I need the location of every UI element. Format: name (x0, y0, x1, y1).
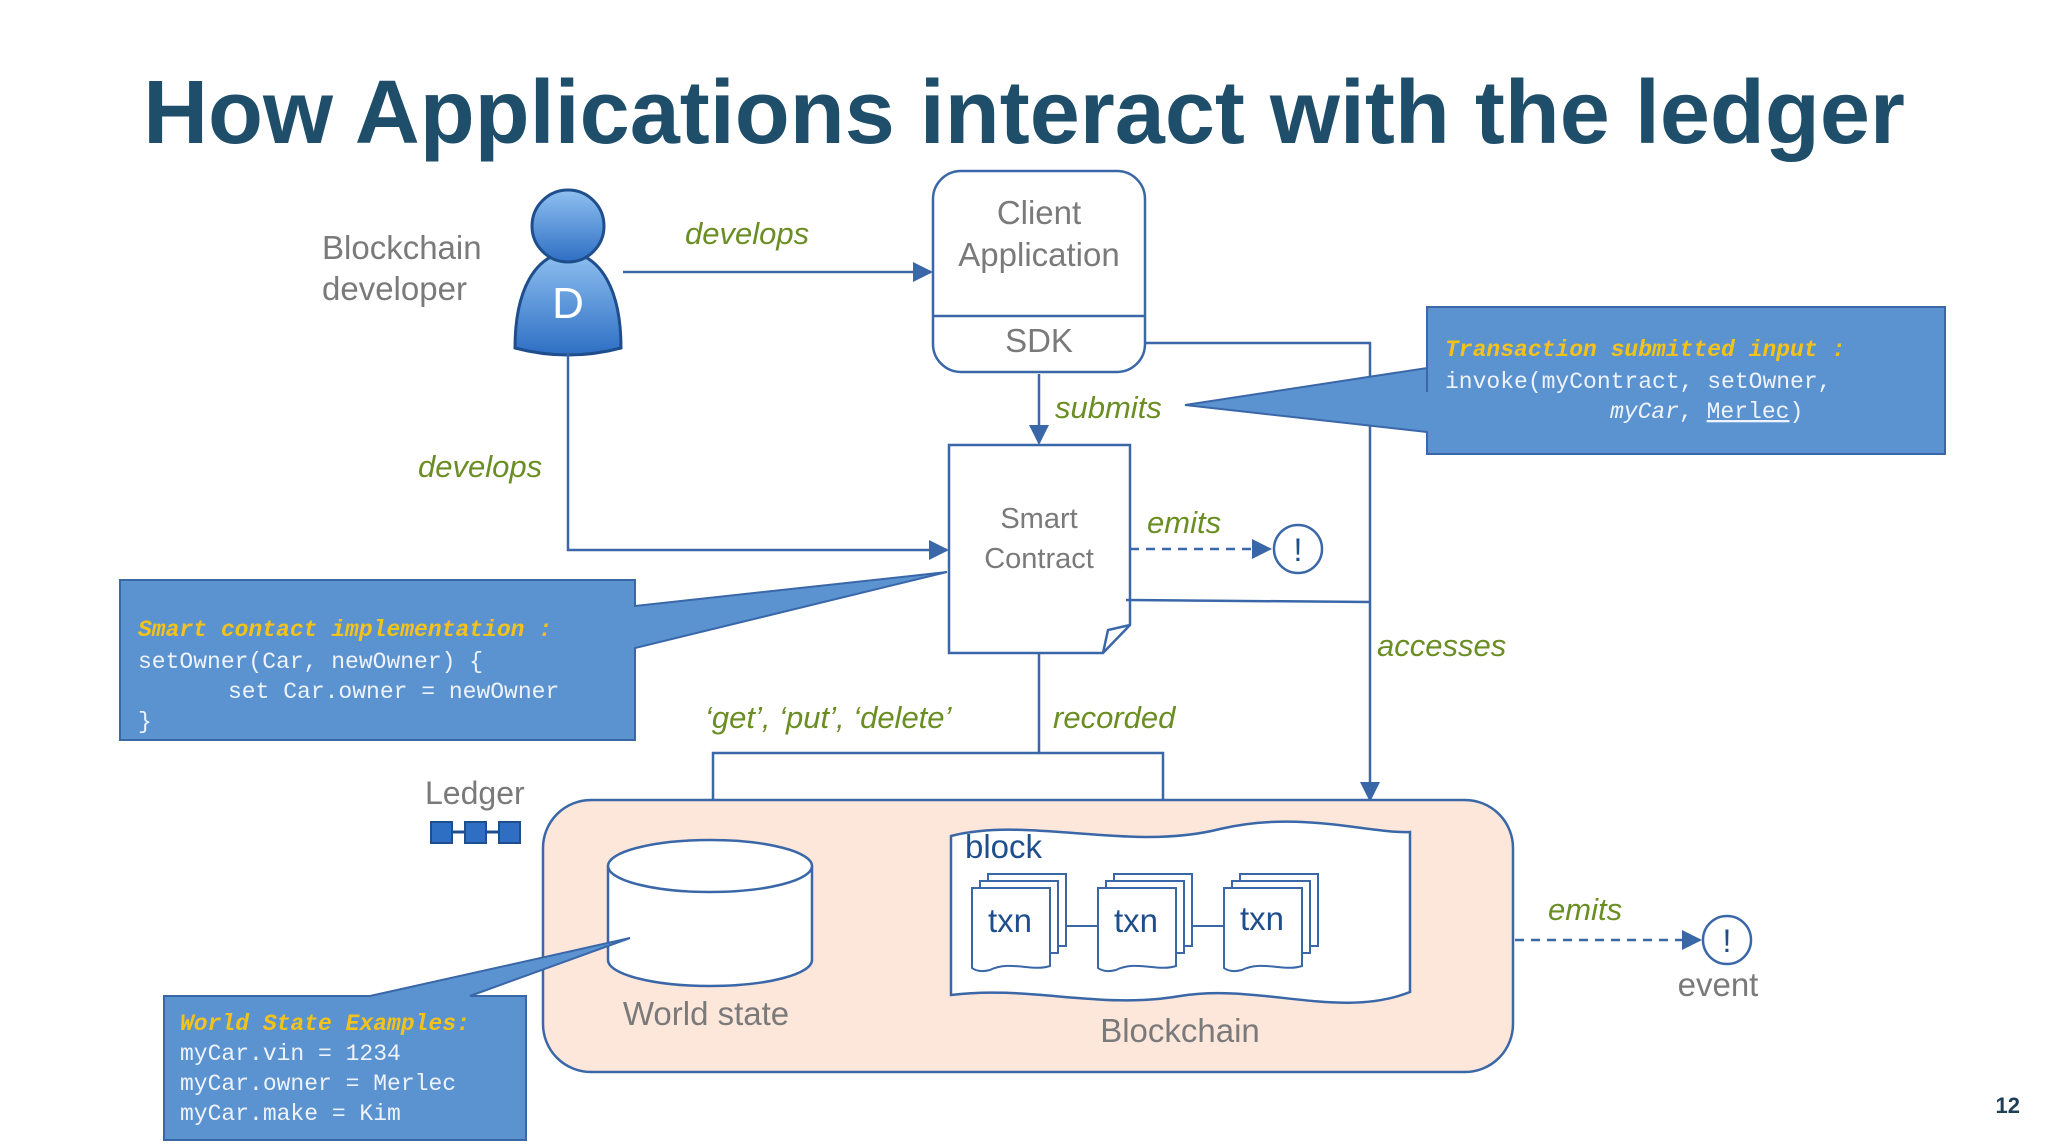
world-callout-head: World State Examples: (180, 1011, 470, 1037)
event-icon (1701, 914, 1753, 966)
contract-event-symbol: ! (1294, 532, 1303, 568)
smart-callout-line1: setOwner(Car, newOwner) { (138, 649, 483, 675)
transaction-arg-owner: Merlec (1707, 399, 1790, 425)
get-put-delete-label: ‘get’, ‘put’, ‘delete’ (705, 700, 953, 735)
page-title: How Applications interact with the ledge… (143, 63, 1905, 163)
developer-badge: D (552, 279, 584, 328)
world-callout-line2: myCar.owner = Merlec (180, 1071, 456, 1097)
client-application-box: Client Application SDK (931, 169, 1147, 374)
developer-label-line2: developer (322, 270, 467, 307)
smart-contract-doc: Smart Contract (947, 443, 1132, 655)
txn-stack-1 (971, 873, 1067, 973)
sdk-label: SDK (1005, 322, 1073, 359)
transaction-callout-head: Transaction submitted input : (1445, 337, 1845, 363)
world-state-callout: World State Examples: myCar.vin = 1234 m… (163, 937, 631, 1141)
emits-contract-label: emits (1147, 505, 1221, 540)
world-callout-line3: myCar.make = Kim (180, 1101, 401, 1127)
smart-callout-head: Smart contact implementation : (138, 617, 552, 643)
txn-label-2: txn (1114, 902, 1158, 939)
blockchain-label: Blockchain (1100, 1012, 1260, 1049)
event-symbol: ! (1723, 923, 1732, 959)
develops-top-label: develops (685, 216, 809, 251)
recorded-label: recorded (1053, 700, 1177, 735)
ledger-chain-icon (430, 821, 521, 844)
txn-label-3: txn (1240, 900, 1284, 937)
transaction-arg-car: myCar (1610, 399, 1679, 425)
transaction-arg-separator: , (1679, 399, 1707, 425)
txn-stack-2 (1097, 873, 1193, 973)
block-label: block (965, 828, 1043, 865)
transaction-callout-line2: myCar, Merlec) (1610, 399, 1803, 425)
contract-label-line2: Contract (984, 543, 1094, 575)
ledger-label: Ledger (425, 775, 525, 811)
develops-left-label: develops (418, 449, 542, 484)
submits-label: submits (1055, 390, 1162, 425)
developer-icon: D (513, 188, 623, 357)
client-label-line1: Client (997, 194, 1081, 231)
txn-label-1: txn (988, 902, 1032, 939)
transaction-arg-close: ) (1789, 399, 1803, 425)
developer-label-line1: Blockchain (322, 229, 482, 266)
accesses-label: accesses (1377, 628, 1506, 663)
event-label: event (1678, 966, 1759, 1003)
txn-stack-3 (1223, 873, 1319, 973)
sdk-accesses-arrow (1145, 341, 1380, 802)
world-callout-line1: myCar.vin = 1234 (180, 1041, 401, 1067)
page-number: 12 (1995, 1093, 2020, 1118)
contract-label-line1: Smart (1000, 503, 1077, 535)
contract-event-icon (1272, 523, 1324, 575)
smart-callout-line3: } (138, 709, 152, 735)
transaction-callout: Transaction submitted input : invoke(myC… (1184, 306, 1946, 455)
smart-contract-callout: Smart contact implementation : setOwner(… (119, 571, 948, 741)
emits-ledger-label: emits (1548, 892, 1622, 927)
smart-callout-line2: set Car.owner = newOwner (228, 679, 559, 705)
transaction-callout-line1: invoke(myContract, setOwner, (1445, 369, 1831, 395)
client-label-line2: Application (958, 236, 1119, 273)
world-state-label: World state (623, 995, 789, 1032)
develops-arrow-contract (566, 352, 949, 560)
contract-accesses-line (1125, 598, 1371, 604)
world-state-cylinder (606, 838, 814, 988)
